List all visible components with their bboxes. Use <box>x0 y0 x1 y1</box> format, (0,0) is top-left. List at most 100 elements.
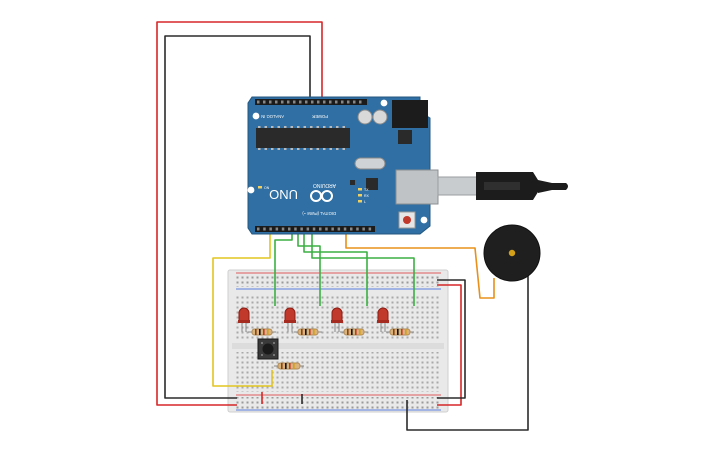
header-pin <box>319 227 322 231</box>
chip-pin <box>258 126 261 128</box>
chip-pin <box>284 126 287 128</box>
wire-black-gnd <box>164 35 311 399</box>
mount-hole <box>420 216 428 224</box>
header-pin <box>287 100 290 104</box>
chip-pin <box>297 148 300 150</box>
header-pin <box>306 227 310 231</box>
chip-pin <box>329 148 332 150</box>
header-pin <box>337 227 341 231</box>
led-array <box>238 307 389 332</box>
wire-black-right-rail <box>437 279 466 399</box>
wires <box>156 21 529 431</box>
header-pin <box>343 227 347 231</box>
piezo-buzzer <box>483 224 541 282</box>
resistor-2 <box>294 328 322 336</box>
header-pin <box>263 100 266 104</box>
crystal-oscillator <box>354 157 386 170</box>
led-1 <box>238 307 250 332</box>
header-pin <box>299 100 302 104</box>
resistor-5 <box>274 362 304 370</box>
chip-pin <box>264 148 267 150</box>
header-pin <box>329 100 332 104</box>
chip-pin <box>310 126 313 128</box>
header-pin <box>305 100 308 104</box>
capacitor <box>372 109 388 125</box>
chip-pin <box>277 148 280 150</box>
wire-yellow-button <box>212 232 273 387</box>
header-pin <box>275 100 278 104</box>
header-pin <box>269 227 272 231</box>
header-pin <box>335 100 338 104</box>
header-pin <box>300 227 303 231</box>
rx-label: RX <box>364 194 370 198</box>
header-pin <box>275 227 279 231</box>
resistor-3 <box>340 328 368 336</box>
header-pin <box>294 227 297 231</box>
usb-b-port <box>395 169 439 205</box>
header-pin <box>356 227 359 231</box>
chip-pin <box>303 126 306 128</box>
wire-green-3 <box>303 232 368 306</box>
l-led <box>358 200 362 203</box>
chip-pin <box>342 148 345 150</box>
mount-hole <box>247 186 255 194</box>
chip-pin <box>264 126 267 128</box>
on-led <box>258 186 262 189</box>
chip-pin <box>258 148 261 150</box>
header-pin <box>269 100 272 104</box>
arduino-infinity-icon <box>310 190 333 202</box>
resistor-1 <box>248 328 276 336</box>
header-pin <box>281 227 285 231</box>
voltage-regulator <box>398 130 412 144</box>
wire-green-2 <box>297 232 321 306</box>
power-label: POWER <box>312 114 328 119</box>
header-pin <box>359 100 362 104</box>
wire-green-1 <box>274 232 293 306</box>
tx-led <box>358 188 362 191</box>
chip-pin <box>329 126 332 128</box>
bottom-power-rail <box>236 397 441 409</box>
chip-pin <box>336 126 339 128</box>
header-pin <box>281 100 284 104</box>
on-label: ON <box>264 186 270 190</box>
header-pin <box>263 227 266 231</box>
wire-red-right-rail <box>437 284 462 406</box>
led-2 <box>284 307 296 332</box>
header-pin <box>317 100 320 104</box>
uno-logo-text: UNO <box>269 187 298 202</box>
pushbutton[interactable] <box>257 338 279 360</box>
header-pin <box>331 227 334 231</box>
resistor-array <box>248 328 414 370</box>
rx-led <box>358 194 362 197</box>
usb-cable <box>437 172 568 200</box>
reset-button-cap[interactable] <box>403 216 411 224</box>
header-pin <box>325 227 328 231</box>
chip-pin <box>290 126 293 128</box>
chip-pin <box>323 126 326 128</box>
wire-green-4 <box>311 232 415 306</box>
chip-pin <box>342 126 345 128</box>
top-power-rail <box>236 275 441 287</box>
chip-pin <box>297 126 300 128</box>
analog-in-label: ANALOG IN <box>261 114 284 119</box>
chip-pin <box>290 148 293 150</box>
header-pin <box>353 100 356 104</box>
chip-pin <box>271 126 274 128</box>
tx-label: TX <box>364 188 369 192</box>
arduino-uno-board: ANALOG IN POWER DIGITAL (PWM ~) UNO ARDU… <box>247 96 439 235</box>
chip-pin <box>271 148 274 150</box>
mount-hole <box>252 112 260 120</box>
l-label: L <box>364 200 366 204</box>
header-pin <box>257 100 260 104</box>
wire-red-5v <box>156 21 323 406</box>
chip-pin <box>310 148 313 150</box>
header-pin <box>347 100 350 104</box>
header-pin <box>311 100 314 104</box>
chip-pin <box>316 148 319 150</box>
capacitor <box>357 109 373 125</box>
resistor-4 <box>386 328 414 336</box>
led-3 <box>331 307 343 332</box>
chip-pin <box>323 148 326 150</box>
header-pin <box>257 227 260 231</box>
